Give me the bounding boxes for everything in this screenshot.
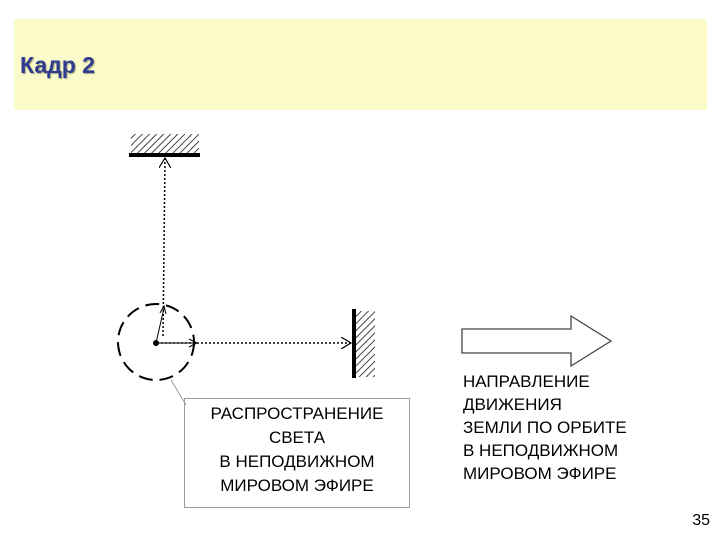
callout-line: РАСПРОСТРАНЕНИЕ bbox=[210, 404, 384, 423]
direction-line: В НЕПОДВИЖНОМ bbox=[463, 441, 619, 460]
callout-line: СВЕТА bbox=[268, 428, 326, 447]
earth-motion-label: НАПРАВЛЕНИЕ ДВИЖЕНИЯ ЗЕМЛИ ПО ОРБИТЕ В Н… bbox=[463, 370, 627, 485]
page-number: 35 bbox=[692, 512, 710, 529]
top-mirror-hatching bbox=[131, 134, 199, 154]
callout-line: МИРОВОМ ЭФИРЕ bbox=[220, 476, 374, 495]
inner-ray-up-arrow bbox=[159, 304, 167, 315]
light-propagation-callout: РАСПРОСТРАНЕНИЕ СВЕТА В НЕПОДВИЖНОМ МИРО… bbox=[184, 398, 410, 508]
direction-line: ДВИЖЕНИЯ bbox=[463, 395, 562, 414]
right-mirror bbox=[352, 309, 375, 378]
top-mirror bbox=[129, 134, 200, 157]
inner-ray-up bbox=[155, 307, 165, 344]
inner-ray-right-arrow bbox=[188, 338, 199, 348]
slide-title: Кадр 2 bbox=[20, 52, 95, 78]
callout-line: В НЕПОДВИЖНОМ bbox=[219, 452, 375, 471]
motion-direction-arrow bbox=[461, 314, 613, 368]
direction-line: НАПРАВЛЕНИЕ bbox=[463, 372, 590, 391]
right-mirror-hatching bbox=[355, 311, 375, 377]
direction-line: МИРОВОМ ЭФИРЕ bbox=[463, 464, 617, 483]
title-bar: Кадр 2 bbox=[14, 19, 707, 110]
direction-line: ЗЕМЛИ ПО ОРБИТЕ bbox=[463, 418, 627, 437]
callout-leader-line bbox=[170, 379, 187, 406]
